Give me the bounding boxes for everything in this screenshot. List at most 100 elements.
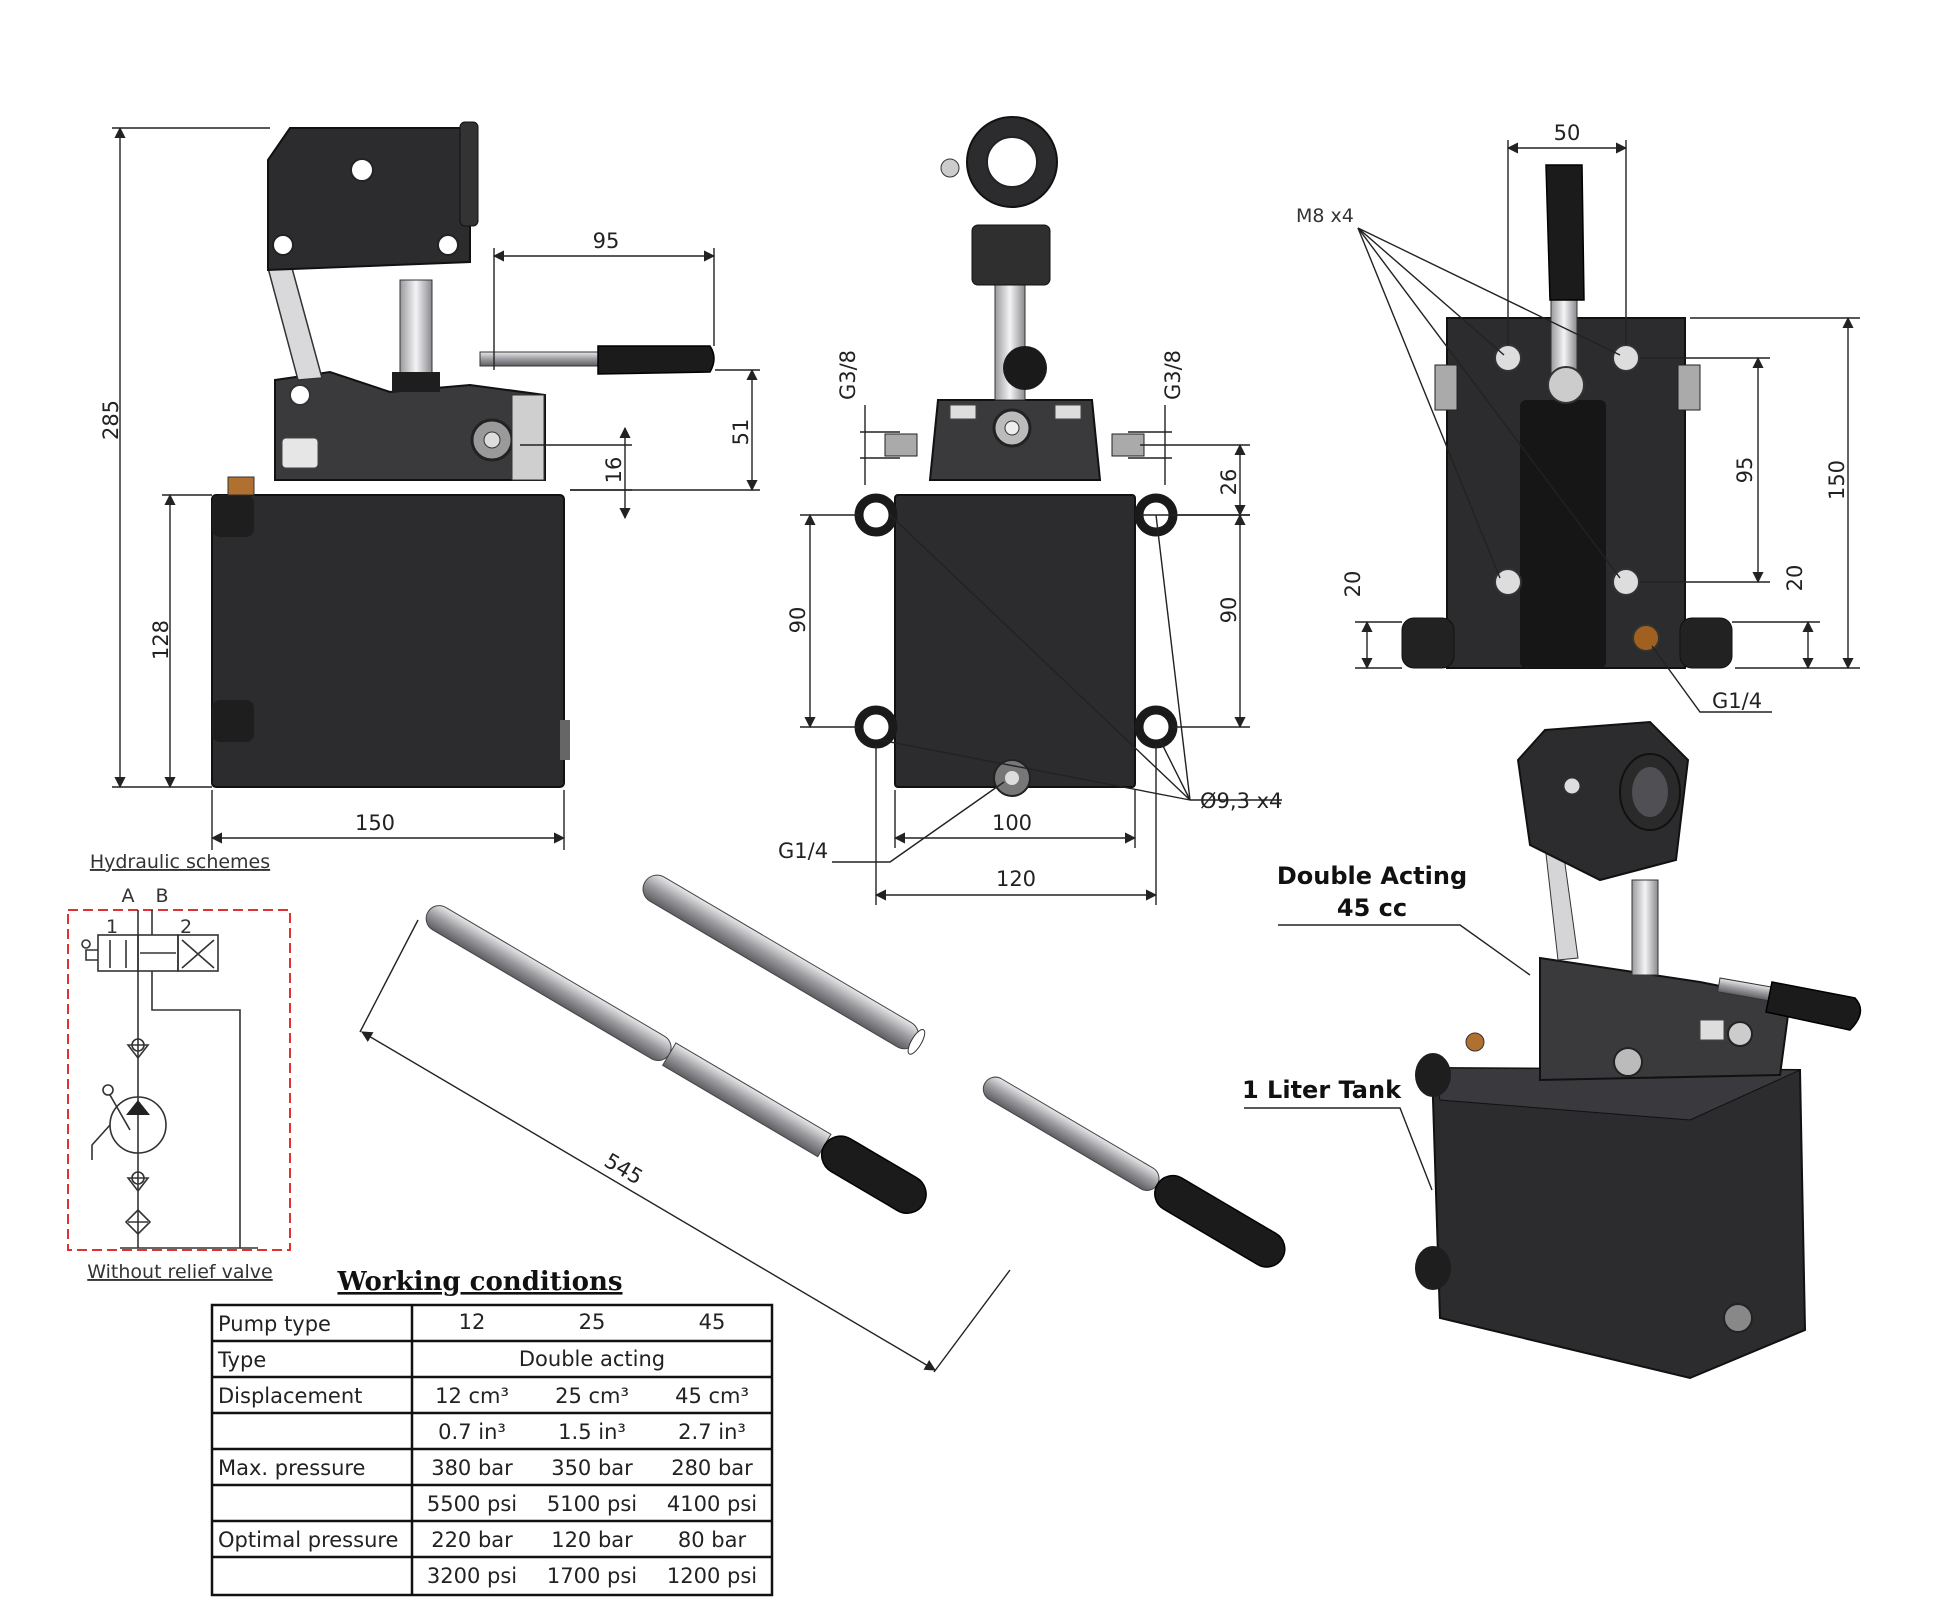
rod-long-grip [820, 1135, 927, 1214]
dim-side-top: 26 [1217, 469, 1241, 496]
iso-drain-plug [1723, 1303, 1753, 1333]
check-valve-upper [126, 1044, 150, 1060]
top-foot-right [1679, 617, 1733, 669]
front-head-socket [459, 121, 479, 227]
rod-short-top [642, 874, 926, 1055]
side-port-right [1111, 433, 1145, 457]
check-ball-upper [131, 1038, 145, 1052]
table-type-value: Double acting [519, 1347, 665, 1371]
top-bolts-label: M8 x4 [1296, 205, 1354, 227]
dim-top-height: 150 [1825, 460, 1849, 500]
side-port-left [884, 433, 918, 457]
top-drain-plug [1632, 624, 1660, 652]
table-cell: 5500 psi [427, 1492, 517, 1516]
table-cell: 2.7 in³ [678, 1420, 746, 1444]
top-port-left [1434, 364, 1458, 411]
iso-head-socket [1632, 767, 1668, 817]
front-piston-rod [399, 279, 433, 381]
valve-lever-symbol [85, 949, 98, 961]
side-knob [1003, 346, 1047, 390]
schematic-port-b: B [155, 885, 168, 907]
top-foot-left [1401, 617, 1455, 669]
schematic-port-a: A [122, 885, 135, 907]
table-type-label: Type [217, 1348, 266, 1372]
table-cell: 25 cm³ [555, 1384, 629, 1408]
top-cylinder [1520, 400, 1606, 668]
dim-side-holes-left: 90 [786, 607, 810, 634]
check-valve-lower [126, 1177, 150, 1193]
side-holes-label: Ø9,3 x4 [1200, 789, 1282, 813]
dim-handle-length: 545 [600, 1148, 647, 1189]
front-head-hole-left [272, 234, 294, 256]
front-head-pin [350, 158, 374, 182]
table-row-label: Displacement [218, 1384, 362, 1408]
top-port-right [1677, 364, 1701, 411]
table-cell: 280 bar [671, 1456, 753, 1480]
side-head-socket [986, 136, 1038, 188]
check-ball-lower [131, 1171, 145, 1185]
table-header-c3: 45 [699, 1310, 726, 1334]
valve-pos-1 [97, 934, 139, 972]
side-hole-bl [854, 705, 898, 749]
side-drain-bore [1005, 771, 1019, 785]
table-row-label: Optimal pressure [218, 1528, 398, 1552]
side-drain-label: G1/4 [778, 839, 828, 863]
table-cell: 45 cm³ [675, 1384, 749, 1408]
filter-symbol [124, 1208, 152, 1236]
dim-front-port-offset: 16 [602, 457, 626, 484]
pump-arrow [126, 1100, 150, 1115]
front-valve-block [511, 394, 545, 481]
iso-view: Double Acting 45 cc 1 Liter Tank [1242, 720, 1862, 1380]
iso-breather [1465, 1032, 1485, 1052]
dim-front-tank: 128 [149, 620, 173, 660]
iso-cap [1699, 1019, 1725, 1041]
table-cell: 5100 psi [547, 1492, 637, 1516]
front-selector-grip [597, 345, 715, 375]
side-hole-br [1134, 705, 1178, 749]
table-cell: 12 cm³ [435, 1384, 509, 1408]
top-bolt-tl [1494, 344, 1522, 372]
side-port-left-label: G3/8 [836, 350, 860, 400]
dim-top-bolts: 95 [1733, 457, 1757, 484]
top-port-label: G1/4 [1712, 689, 1762, 713]
front-piston-collar [392, 372, 440, 392]
iso-plug-lower [1415, 1246, 1451, 1290]
front-pivot-hole [289, 384, 311, 406]
iso-label-pump-line1: Double Acting [1277, 862, 1467, 890]
table-cell: 350 bar [551, 1456, 633, 1480]
side-view: G3/8 G3/8 26 90 90 100 120 G1/4 Ø9,3 x4 [778, 116, 1282, 905]
rod-short-grip [1154, 1174, 1286, 1268]
working-conditions-table: Working conditions Pump type 12 25 45 Ty… [210, 1267, 774, 1597]
side-cap-right [1054, 404, 1082, 420]
dim-front-width: 150 [355, 811, 395, 835]
front-port-bore [483, 431, 501, 449]
top-lever-grip [1545, 164, 1585, 301]
top-pivot [1547, 366, 1585, 404]
table-cell: 380 bar [431, 1456, 513, 1480]
table-cell: 220 bar [431, 1528, 513, 1552]
table-header-c2: 25 [579, 1310, 606, 1334]
side-tank [894, 494, 1136, 788]
handle-rods: 545 [359, 874, 1286, 1373]
side-port-right-label: G3/8 [1161, 350, 1185, 400]
rod-long [425, 905, 927, 1214]
side-hole-tl [854, 493, 898, 537]
table-cell: 120 bar [551, 1528, 633, 1552]
valve-lever-knob [81, 939, 91, 949]
front-side-plug [560, 720, 570, 760]
dim-side-holes-right: 90 [1217, 597, 1241, 624]
iso-selector-body [1727, 1021, 1753, 1047]
table-title: Working conditions [336, 1267, 622, 1297]
top-bolt-br [1612, 568, 1640, 596]
table-cell: 1700 psi [547, 1564, 637, 1588]
table-cell: 80 bar [678, 1528, 747, 1552]
iso-head-pin [1563, 777, 1581, 795]
front-head-hole-right [437, 234, 459, 256]
table-cell: 4100 psi [667, 1492, 757, 1516]
iso-label-pump-line2: 45 cc [1337, 894, 1407, 922]
schematic-pos-2: 2 [180, 916, 192, 938]
table-header-c1: 12 [459, 1310, 486, 1334]
table-cell: 0.7 in³ [438, 1420, 506, 1444]
iso-plug-upper [1415, 1053, 1451, 1097]
